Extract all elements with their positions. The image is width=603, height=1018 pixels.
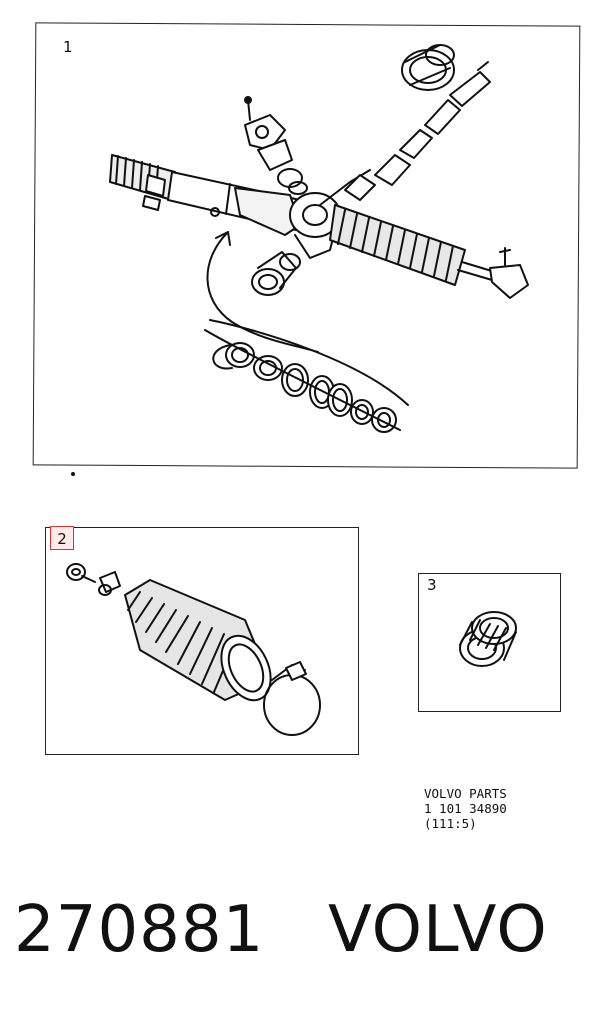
- steering-rack-drawing: [109, 44, 529, 433]
- brand-name: VOLVO: [328, 893, 548, 967]
- parts-caption: VOLVO PARTS 1 101 34890 (111:5): [424, 786, 507, 831]
- panel-3-number: 3: [427, 576, 437, 594]
- parts-caption-line2: 1 101 34890: [424, 801, 507, 816]
- panel-1-number: 1: [63, 38, 73, 56]
- part-number: 270881: [14, 893, 265, 967]
- parts-caption-line1: VOLVO PARTS: [424, 786, 507, 801]
- parts-caption-line3: (111:5): [424, 816, 477, 831]
- exploded-view-drawing: [66, 44, 529, 736]
- pinion-bearing-drawing: [459, 611, 517, 667]
- rack-boot-drawing: [66, 563, 321, 736]
- panel-2-number[interactable]: 2: [50, 526, 74, 550]
- footer-band: [0, 848, 603, 1018]
